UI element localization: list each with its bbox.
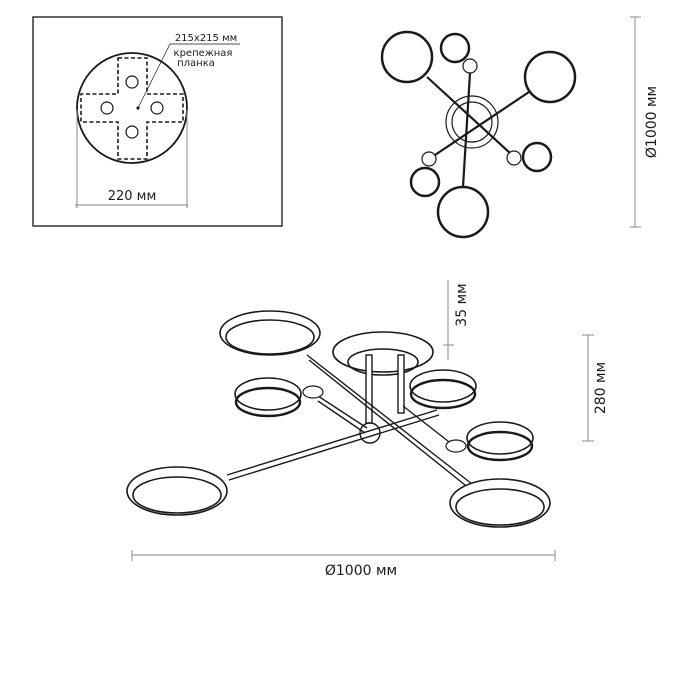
mounting-plate-cross <box>80 57 184 160</box>
top-diameter-label: Ø1000 мм <box>644 86 660 158</box>
mounting-plate-view: 215x215 мм крепежная планка 220 мм <box>32 16 283 227</box>
side-diameter-dimension-line <box>131 550 556 561</box>
arms <box>426 72 530 188</box>
large-rings <box>380 30 577 239</box>
top-diameter-dimension-line <box>630 16 641 228</box>
top-view: Ø1000 мм <box>380 16 660 239</box>
side-large-rings <box>126 310 551 528</box>
canopy-diameter-label: 220 мм <box>108 189 157 204</box>
small-discs <box>409 32 553 198</box>
side-discs <box>234 369 534 462</box>
leader-line <box>137 43 240 109</box>
side-view: 35 мм 280 мм Ø1000 мм <box>126 280 609 579</box>
canopy <box>332 331 434 376</box>
total-height-label: 280 мм <box>593 362 609 414</box>
canopy-height-label: 35 мм <box>454 283 470 326</box>
canopy-height-dimension-line <box>443 280 454 360</box>
joint-balls <box>421 58 522 167</box>
plate-size-label: 215x215 мм <box>175 33 237 44</box>
side-diameter-label: Ø1000 мм <box>325 563 397 579</box>
plate-label-line2: планка <box>177 58 215 69</box>
center-hub <box>359 422 381 444</box>
side-arms <box>226 354 473 490</box>
mounting-holes <box>100 75 164 139</box>
plate-label-line1: крепежная <box>174 48 233 59</box>
rods <box>365 354 405 424</box>
canopy-circle <box>76 52 188 164</box>
canopy-inner-ring <box>451 101 493 143</box>
canopy-outer-ring <box>445 95 499 149</box>
canopy-dimension-line <box>75 110 188 208</box>
mounting-view-frame <box>32 16 283 227</box>
total-height-dimension-line <box>582 334 594 442</box>
